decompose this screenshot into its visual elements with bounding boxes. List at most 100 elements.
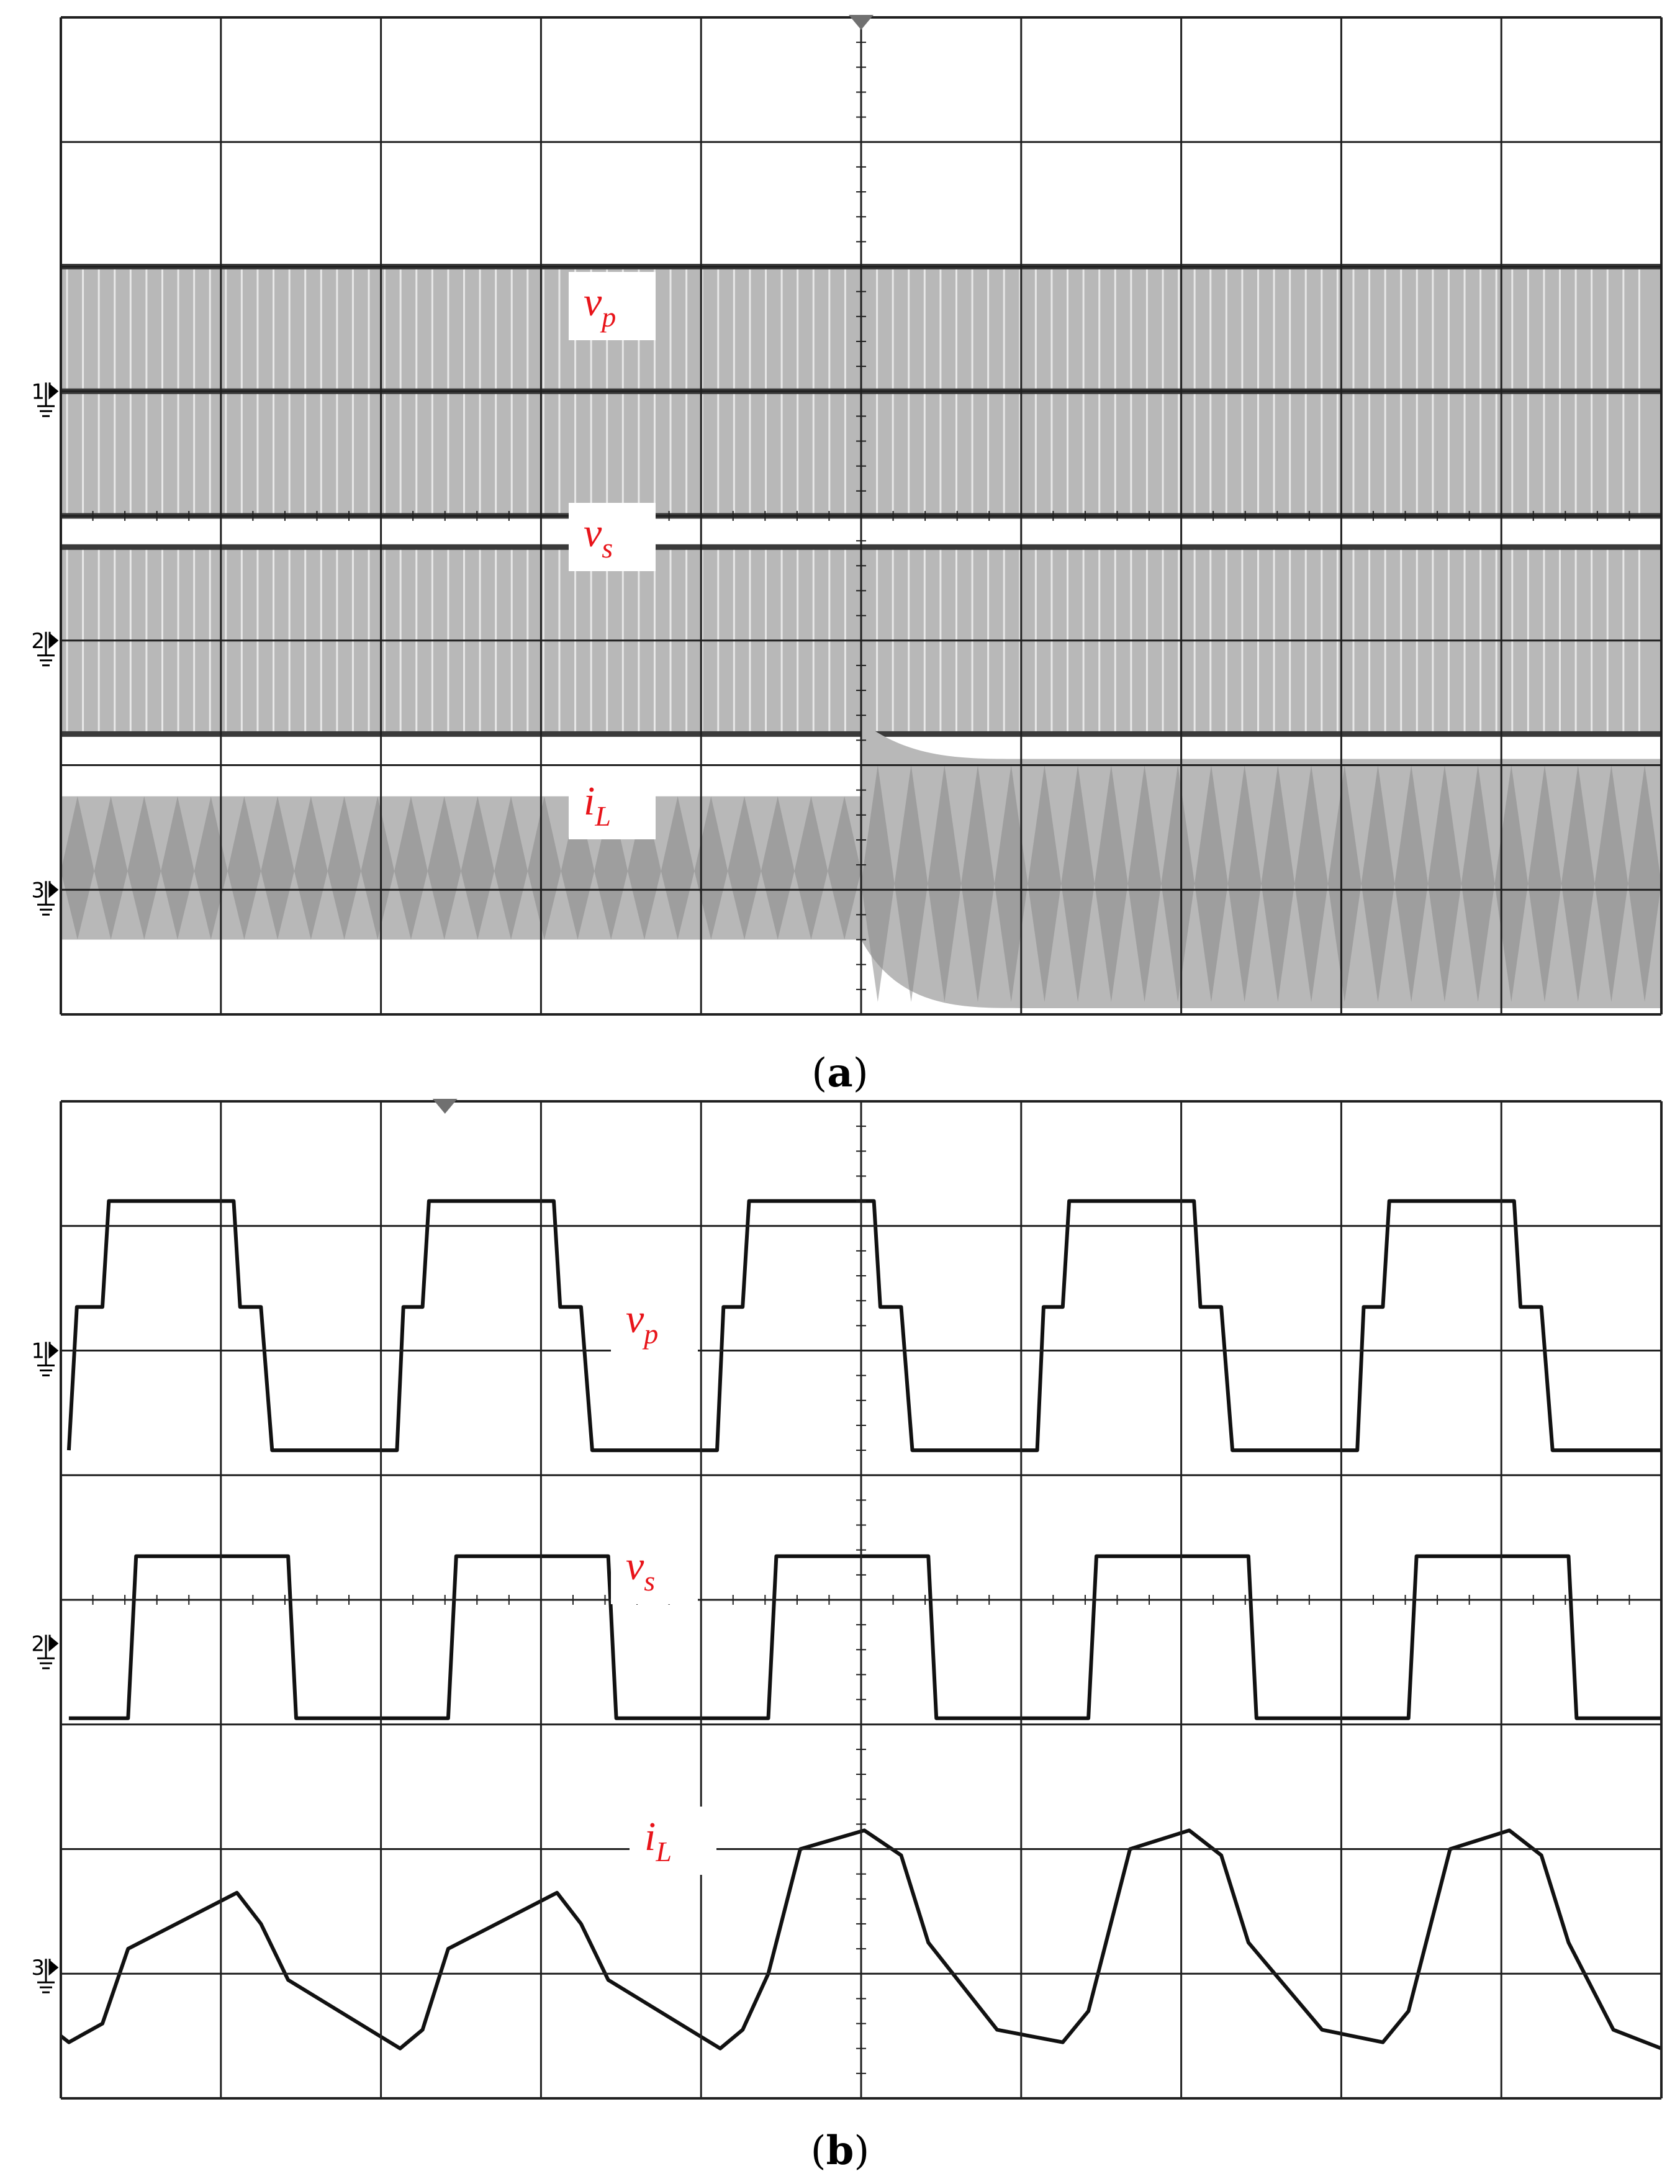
- panel-a-ripple-cell: [1061, 765, 1095, 1002]
- panel-a-ripple-cell: [361, 796, 395, 940]
- panel-a-label-backdrop: [569, 503, 656, 571]
- panel-a-caption: (a): [811, 1050, 868, 1096]
- panel-b-channel-number: 1: [31, 1339, 45, 1364]
- panel-b-signal-labels: vp vs iL: [611, 1289, 716, 1875]
- panel-a-ripple-cell: [127, 796, 161, 940]
- panel-a-ripple-cell: [1594, 765, 1628, 1002]
- panel-a-ripple-cell: [1394, 765, 1429, 1002]
- panel-a-ripple-cell: [161, 796, 194, 940]
- ground-icon: [37, 1635, 59, 1669]
- ground-icon: [37, 631, 59, 667]
- panel-b-channel-3-marker: 3: [31, 1956, 59, 1993]
- panel-b-caption: (b): [811, 2128, 870, 2174]
- panel-a-label-v_s: vs: [569, 503, 656, 571]
- panel-b-channel-2-marker: 2: [31, 1631, 59, 1669]
- panel-a-ripple-cell: [1428, 765, 1461, 1002]
- panel-a-channel-number: 2: [31, 629, 45, 654]
- panel-b-signal-label-v_s: vs: [626, 1543, 655, 1597]
- panel-a-trace-i_L: [61, 721, 1661, 1008]
- panel-a-ripple-cell: [527, 796, 561, 940]
- panel-b-label-backdrop: [611, 1536, 698, 1604]
- panel-a-ripple-cell: [761, 796, 795, 940]
- panel-a-channel-3-marker: 3: [31, 878, 59, 916]
- panel-a-ripple-cell: [1561, 765, 1595, 1002]
- panel-a-ripple-cell: [561, 796, 595, 940]
- panel-a-ripple-cell: [1261, 765, 1295, 1002]
- panel-b-trigger-marker: [432, 1099, 458, 1114]
- panel-a-ripple-cell: [994, 765, 1028, 1002]
- panel-b-traces: [60, 1199, 1663, 2051]
- panel-a-ripple-cell: [61, 796, 94, 940]
- panel-a-trace-envelope: [61, 796, 861, 940]
- panel-a-ripple-cell: [227, 796, 261, 940]
- panel-a-trigger-marker: [849, 15, 874, 30]
- panel-a-ripple-cell: [794, 796, 828, 940]
- panel-a-ripple-cell: [594, 796, 628, 940]
- panel-a-ripple-cell: [327, 796, 361, 940]
- panel-a-ripple-cell: [461, 796, 495, 940]
- panel-a-ripple-cell: [1294, 765, 1328, 1002]
- panel-a-signal-label-v_p: vp: [584, 279, 616, 333]
- panel-a-ripple-cell: [961, 765, 995, 1002]
- panel-a-ripple-cell: [94, 796, 128, 940]
- panel-a-ripple-cell: [1161, 765, 1195, 1002]
- panel-a-ripple-cell: [294, 796, 328, 940]
- ground-icon: [37, 1959, 59, 1993]
- panel-b-channel-number: 2: [31, 1631, 45, 1656]
- ground-icon: [37, 881, 59, 916]
- panel-a-ripple-cell: [1628, 765, 1661, 1002]
- panel-a-ripple-cell: [928, 765, 962, 1002]
- ground-icon: [37, 1342, 59, 1376]
- panel-b-trace-v_s: [68, 1554, 1661, 1720]
- panel-a-ripple-cell: [494, 796, 528, 940]
- panel-a-grid: [60, 15, 1663, 1016]
- ground-icon: [37, 382, 59, 417]
- panel-a-ripple-cell: [394, 796, 428, 940]
- panel-b-channel-1-marker: 1: [31, 1339, 59, 1376]
- panel-a-channel-number: 1: [31, 379, 45, 404]
- panel-a-ripple-cell: [1461, 765, 1495, 1002]
- panel-a-channel-number: 3: [31, 878, 45, 903]
- panel-a-ripple-cell: [694, 796, 728, 940]
- panel-a-label-v_p: vp: [569, 272, 656, 340]
- panel-a-ripple-cell: [1327, 765, 1362, 1002]
- panel-a-ripple-cell: [1027, 765, 1062, 1002]
- panel-a-ripple-cell: [427, 796, 461, 940]
- panel-b-channel-number: 3: [31, 1956, 45, 1980]
- panel-a-ripple-cell: [1494, 765, 1529, 1002]
- panel-a-label-backdrop: [569, 272, 656, 340]
- panel-b-label-backdrop: [611, 1289, 698, 1357]
- panel-a-channel-2-marker: 2: [31, 629, 59, 667]
- panel-b-trace-v_p: [66, 1199, 1661, 1453]
- panel-b-signal-label-v_p: vp: [626, 1296, 658, 1350]
- panel-a-label-backdrop: [569, 771, 656, 839]
- panel-a-ripple-cell: [1195, 765, 1228, 1002]
- panel-a-ripple-cell: [1127, 765, 1162, 1002]
- panel-a-ripple-cell: [728, 796, 761, 940]
- panel-b-trace-i_L: [60, 1828, 1663, 2051]
- panel-a-ripple-cell: [894, 765, 928, 1002]
- panel-b-grid: [60, 1099, 1663, 2100]
- panel-a-channel-markers: 1 2 3: [31, 379, 59, 916]
- panel-b-label-i_L: iL: [630, 1807, 716, 1875]
- panel-b-label-v_p: vp: [611, 1289, 698, 1357]
- panel-a-ripple-cell: [828, 796, 861, 940]
- panel-a-ripple-cell: [1227, 765, 1262, 1002]
- panel-b-signal-label-i_L: iL: [644, 1814, 672, 1867]
- panel-b-label-backdrop: [630, 1807, 716, 1875]
- panel-a-ripple-cell: [1361, 765, 1395, 1002]
- panel-a-channel-1-marker: 1: [31, 379, 59, 417]
- panel-a-ripple-cell: [194, 796, 228, 940]
- panel-a-ripple-cell: [1528, 765, 1561, 1002]
- panel-a-ripple-cell: [628, 796, 661, 940]
- panel-b-label-v_s: vs: [611, 1536, 698, 1604]
- panel-a-ripple-cell: [1094, 765, 1128, 1002]
- panel-b-channel-markers: 1 2 3: [31, 1339, 59, 1993]
- panel-a-ripple-cell: [661, 796, 695, 940]
- panel-b-scope: 1 2 3 vp vs iL: [31, 1099, 1663, 2100]
- panel-a-ripple-cell: [861, 765, 895, 1002]
- panel-a-ripple-cell: [261, 796, 294, 940]
